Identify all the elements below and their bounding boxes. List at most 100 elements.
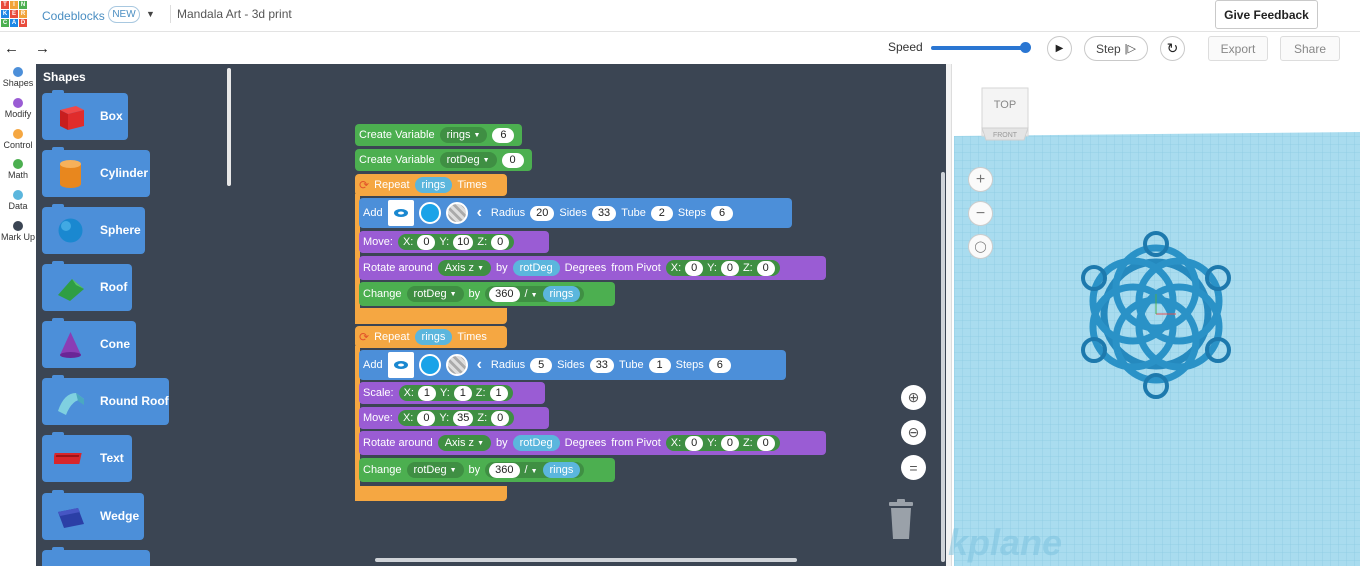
category-shapes[interactable]: Shapes <box>0 67 36 88</box>
variable-reporter[interactable]: rotDeg <box>512 260 560 276</box>
change-variable-block[interactable]: Change rotDeg▼ by 360 /▼ rings <box>359 282 615 306</box>
speed-slider-handle[interactable] <box>1020 42 1031 53</box>
shape-block-round-roof[interactable]: Round Roof <box>42 375 169 425</box>
tube-input[interactable]: 1 <box>648 357 671 373</box>
3d-viewport[interactable]: TOP FRONT + − ◯ <box>946 64 1360 566</box>
reset-button[interactable]: ↻ <box>1160 36 1185 61</box>
zoom-reset-button[interactable]: = <box>901 455 926 480</box>
scale-z-input[interactable]: 1 <box>489 385 508 401</box>
pivot-y-input[interactable]: 0 <box>720 260 739 276</box>
create-variable-block[interactable]: Create Variable rings▼ 6 <box>355 124 522 146</box>
amount-input[interactable]: 360 <box>489 286 520 302</box>
variable-dropdown[interactable]: rotDeg▼ <box>406 286 464 302</box>
step-button[interactable]: Step |▷ <box>1084 36 1148 61</box>
speed-slider[interactable] <box>931 46 1027 50</box>
scale-x-input[interactable]: 1 <box>417 385 436 401</box>
sides-input[interactable]: 33 <box>591 205 617 221</box>
variable-reporter[interactable]: rings <box>414 329 453 345</box>
move-z-input[interactable]: 0 <box>491 234 510 250</box>
category-control[interactable]: Control <box>0 129 36 150</box>
create-variable-block[interactable]: Create Variable rotDeg▼ 0 <box>355 149 532 171</box>
pivot-y-input[interactable]: 0 <box>720 435 739 451</box>
pivot-z-input[interactable]: 0 <box>756 435 775 451</box>
category-math[interactable]: Math <box>0 159 36 180</box>
collapse-chevron-icon[interactable]: ‹ <box>476 356 482 373</box>
export-button[interactable]: Export <box>1208 36 1268 61</box>
tube-input[interactable]: 2 <box>650 205 673 221</box>
pivot-x-input[interactable]: 0 <box>685 260 704 276</box>
number-input[interactable]: 0 <box>501 152 524 168</box>
viewport-home-button[interactable]: ◯ <box>968 234 993 259</box>
operator-dropdown[interactable]: /▼ <box>525 464 538 476</box>
sides-input[interactable]: 33 <box>589 357 614 373</box>
category-markup[interactable]: Mark Up <box>0 221 36 242</box>
rotate-block[interactable]: Rotate around Axis z▼ by rotDeg Degrees … <box>359 256 826 280</box>
category-data[interactable]: Data <box>0 190 36 211</box>
collapse-chevron-icon[interactable]: ‹ <box>476 204 482 221</box>
workspace-vertical-scrollbar[interactable] <box>941 172 945 562</box>
variable-dropdown[interactable]: rotDeg▼ <box>406 462 464 478</box>
project-title[interactable]: Mandala Art - 3d print <box>177 7 292 21</box>
variable-reporter[interactable]: rings <box>542 286 581 302</box>
scale-block[interactable]: Scale: X:1 Y:1 Z:1 <box>359 382 545 404</box>
variable-reporter[interactable]: rings <box>542 462 581 478</box>
shape-block-text[interactable]: Text <box>42 432 132 482</box>
repeat-block[interactable]: ⟳ Repeat rings Times <box>355 174 507 196</box>
move-x-input[interactable]: 0 <box>417 410 436 426</box>
move-x-input[interactable]: 0 <box>417 234 436 250</box>
redo-icon[interactable]: → <box>35 40 50 57</box>
add-torus-block[interactable]: Add ‹ Radius 5 Sides 33 Tube 1 Steps 6 <box>359 350 786 380</box>
steps-input[interactable]: 6 <box>711 205 733 221</box>
variable-dropdown[interactable]: rings▼ <box>439 127 488 143</box>
app-name[interactable]: Codeblocks <box>42 9 105 23</box>
pivot-x-input[interactable]: 0 <box>685 435 704 451</box>
move-y-input[interactable]: 10 <box>453 234 474 250</box>
amount-input[interactable]: 360 <box>489 462 520 478</box>
variable-reporter[interactable]: rings <box>414 177 453 193</box>
move-y-input[interactable]: 35 <box>453 410 474 426</box>
viewport-resize-handle[interactable] <box>946 64 952 566</box>
color-swatch-icon[interactable] <box>418 202 441 224</box>
workspace-horizontal-scrollbar[interactable] <box>375 558 797 562</box>
zoom-in-button[interactable]: ⊕ <box>901 385 926 410</box>
flyout-scrollbar[interactable] <box>227 68 231 186</box>
axis-dropdown[interactable]: Axis z▼ <box>437 260 491 276</box>
operator-dropdown[interactable]: /▼ <box>525 288 538 300</box>
move-block[interactable]: Move: X:0 Y:35 Z:0 <box>359 407 549 429</box>
mandala-model[interactable] <box>1056 224 1256 414</box>
repeat-block[interactable]: ⟳ Repeat rings Times <box>355 326 507 348</box>
share-button[interactable]: Share <box>1280 36 1340 61</box>
radius-input[interactable]: 20 <box>530 205 555 221</box>
viewport-zoom-out-button[interactable]: − <box>968 201 993 226</box>
viewport-zoom-in-button[interactable]: + <box>968 167 993 192</box>
code-workspace[interactable]: Create Variable rings▼ 6 Create Variable… <box>235 64 946 566</box>
axis-dropdown[interactable]: Axis z▼ <box>437 435 491 451</box>
rotate-block[interactable]: Rotate around Axis z▼ by rotDeg Degrees … <box>359 431 826 455</box>
shape-block-wedge[interactable]: Wedge <box>42 490 144 540</box>
shape-block-sphere[interactable]: Sphere <box>42 204 145 254</box>
shape-block-cylinder[interactable]: Cylinder <box>42 147 150 197</box>
shape-block-roof[interactable]: Roof <box>42 261 132 311</box>
add-torus-block[interactable]: Add ‹ Radius 20 Sides 33 Tube 2 Steps 6 <box>359 198 792 228</box>
scale-y-input[interactable]: 1 <box>453 385 472 401</box>
pivot-z-input[interactable]: 0 <box>756 260 775 276</box>
shape-block-box[interactable]: Box <box>42 90 128 140</box>
move-z-input[interactable]: 0 <box>491 410 510 426</box>
color-swatch-icon[interactable] <box>418 354 441 376</box>
hole-swatch-icon[interactable] <box>445 354 468 376</box>
play-button[interactable]: ▶ <box>1047 36 1072 61</box>
move-block[interactable]: Move: X:0 Y:10 Z:0 <box>359 231 549 253</box>
steps-input[interactable]: 6 <box>708 357 731 373</box>
chevron-down-icon[interactable]: ▼ <box>146 9 155 19</box>
change-variable-block[interactable]: Change rotDeg▼ by 360 /▼ rings <box>359 458 615 482</box>
trash-icon[interactable] <box>886 498 916 540</box>
view-cube-icon[interactable]: TOP FRONT <box>980 84 1030 142</box>
category-modify[interactable]: Modify <box>0 98 36 119</box>
radius-input[interactable]: 5 <box>530 357 553 373</box>
zoom-out-button[interactable]: ⊖ <box>901 420 926 445</box>
shape-block-cone[interactable]: Cone <box>42 318 136 368</box>
undo-icon[interactable]: ← <box>4 40 19 57</box>
shape-block-partial[interactable] <box>42 547 150 566</box>
variable-dropdown[interactable]: rotDeg▼ <box>439 152 497 168</box>
variable-reporter[interactable]: rotDeg <box>512 435 560 451</box>
